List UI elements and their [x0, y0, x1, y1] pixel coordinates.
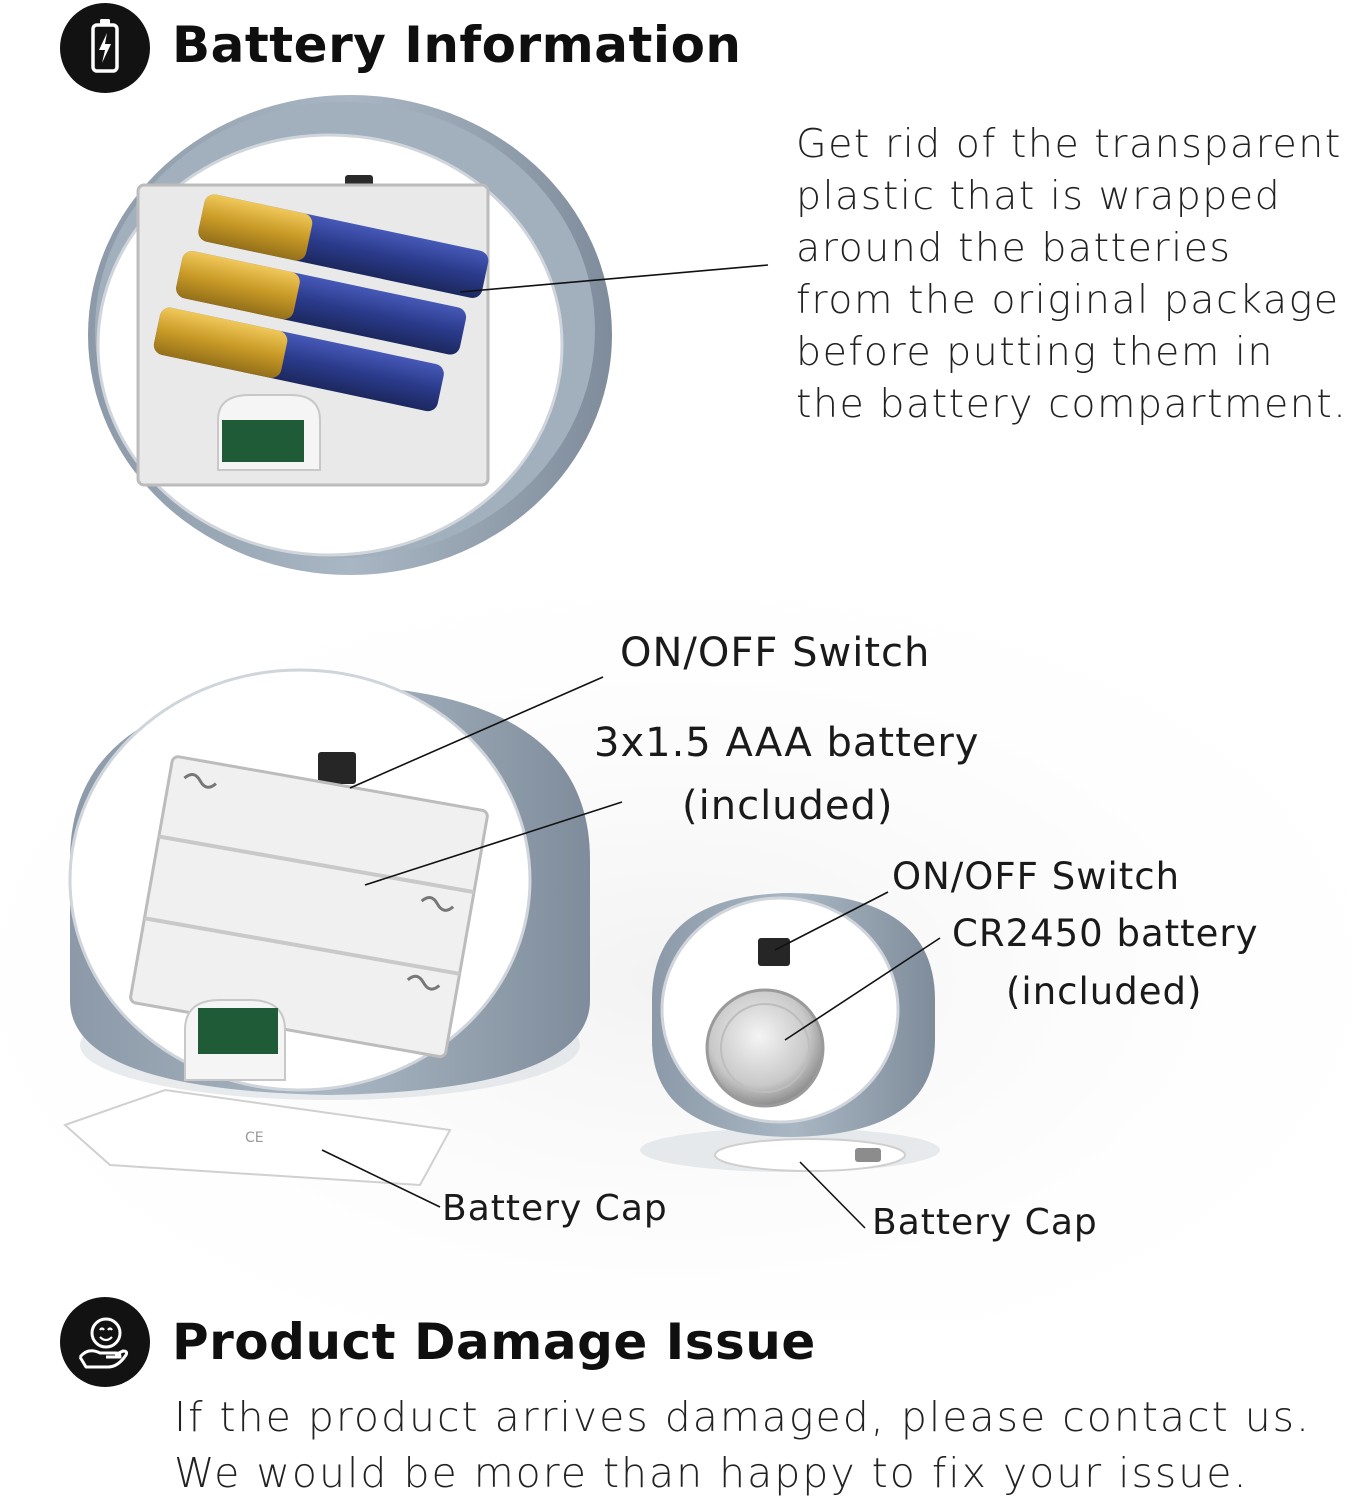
battery-charging-icon [60, 3, 150, 93]
instruction-line: the battery compartment. [796, 381, 1348, 427]
damage-message-line: If the product arrives damaged, please c… [174, 1393, 1312, 1441]
small-candle-switch-label: ON/OFF Switch [892, 855, 1181, 898]
large-candle-cap-label: Battery Cap [442, 1188, 668, 1229]
damage-message-line: We would be more than happy to fix your … [174, 1449, 1249, 1497]
svg-text:CE: CE [245, 1130, 264, 1146]
battery-instruction-text: Get rid of the transparent plastic that … [796, 118, 1347, 430]
smiley-hand-icon [60, 1297, 150, 1387]
large-candle-compartment-view: CE [63, 668, 590, 1187]
small-candle-battery-included: (included) [1006, 970, 1203, 1013]
damage-message: If the product arrives damaged, please c… [174, 1389, 1311, 1501]
top-candle-battery-view [88, 95, 612, 575]
battery-information-title: Battery Information [172, 16, 742, 74]
small-candle-cap-label: Battery Cap [872, 1202, 1098, 1243]
large-candle-battery-label: 3x1.5 AAA battery [594, 720, 980, 766]
instruction-line: before putting them in [796, 329, 1274, 375]
small-candle-coin-cell-view [640, 893, 940, 1172]
instruction-line: from the original package [796, 277, 1340, 323]
product-damage-title: Product Damage Issue [172, 1313, 816, 1371]
large-candle-battery-included: (included) [682, 783, 894, 829]
instruction-line: Get rid of the transparent [796, 121, 1342, 167]
small-candle-battery-label: CR2450 battery [952, 912, 1259, 955]
large-candle-switch-label: ON/OFF Switch [620, 630, 931, 676]
instruction-line: plastic that is wrapped [796, 173, 1282, 219]
instruction-line: around the batteries [796, 225, 1232, 271]
